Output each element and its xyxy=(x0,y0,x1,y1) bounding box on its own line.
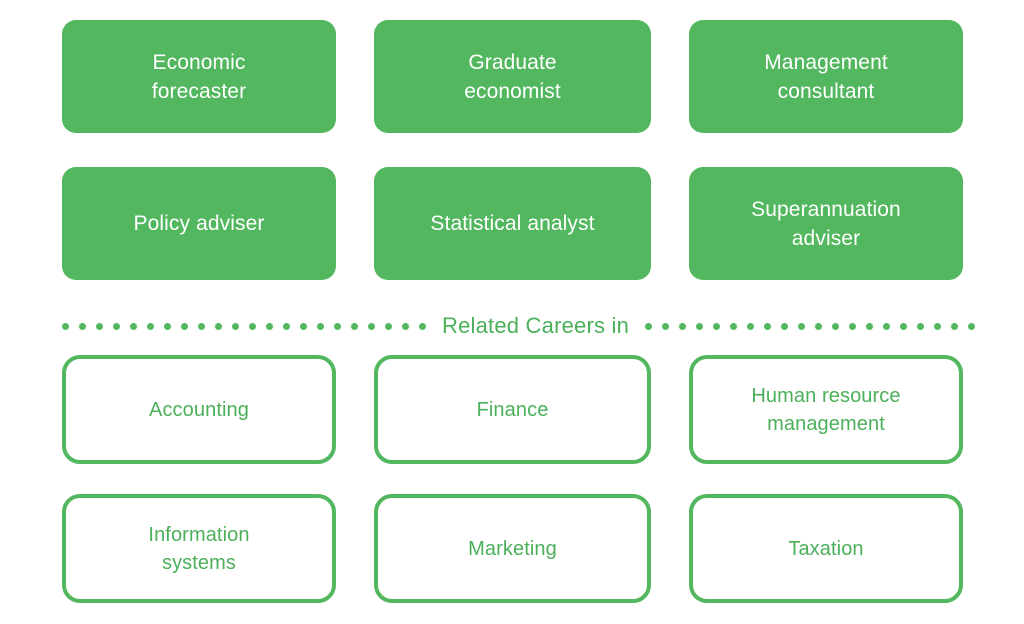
related-card-label: Finance xyxy=(476,398,549,421)
divider-dot xyxy=(266,322,273,330)
dotted-rule-left xyxy=(62,322,426,330)
divider-dot xyxy=(96,322,103,330)
divider-dot xyxy=(181,322,188,330)
divider-dot xyxy=(419,322,426,330)
divider-dot xyxy=(696,322,704,330)
related-card[interactable]: Information systems xyxy=(62,494,336,603)
career-card-label: Statistical analyst xyxy=(430,212,595,235)
divider-dot xyxy=(730,322,738,330)
divider-dot xyxy=(883,322,891,330)
divider-dot xyxy=(662,322,670,330)
career-card-label: Superannuation adviser xyxy=(751,197,901,250)
dotted-rule-right xyxy=(645,322,976,330)
divider-dot xyxy=(402,322,409,330)
divider-dot xyxy=(815,322,823,330)
career-card[interactable]: Graduate economist xyxy=(374,20,651,133)
careers-card-grid: Economic forecaster Graduate economist M… xyxy=(62,20,963,280)
career-card[interactable]: Management consultant xyxy=(689,20,963,133)
divider-dot xyxy=(164,322,171,330)
divider-dot xyxy=(645,322,653,330)
divider-dot xyxy=(147,322,154,330)
related-card-label: Marketing xyxy=(468,537,557,560)
related-card[interactable]: Accounting xyxy=(62,355,336,464)
section-divider-label: Related Careers in xyxy=(442,313,630,338)
divider-dot xyxy=(130,322,137,330)
divider-dot xyxy=(113,322,120,330)
divider-dot xyxy=(917,322,925,330)
divider-dot xyxy=(79,322,86,330)
career-card-label: Economic forecaster xyxy=(151,50,247,103)
divider-dot xyxy=(300,322,307,330)
divider-dot xyxy=(317,322,324,330)
related-card-label: Taxation xyxy=(788,537,864,560)
divider-dot xyxy=(764,322,772,330)
divider-dot xyxy=(934,322,942,330)
section-divider: Related Careers in xyxy=(62,310,976,342)
related-card[interactable]: Marketing xyxy=(374,494,651,603)
divider-dot xyxy=(334,322,341,330)
divider-dot xyxy=(385,322,392,330)
divider-dot xyxy=(781,322,789,330)
divider-dot xyxy=(215,322,222,330)
career-card[interactable]: Superannuation adviser xyxy=(689,167,963,280)
divider-dot xyxy=(62,322,69,330)
divider-dot xyxy=(368,322,375,330)
career-card[interactable]: Statistical analyst xyxy=(374,167,651,280)
career-card-label: Policy adviser xyxy=(133,212,265,235)
divider-dot xyxy=(900,322,908,330)
career-card-label: Management consultant xyxy=(764,50,888,103)
divider-dot xyxy=(747,322,755,330)
related-card[interactable]: Taxation xyxy=(689,494,963,603)
related-card-label: Information systems xyxy=(148,523,250,574)
divider-dot xyxy=(951,322,959,330)
divider-dot xyxy=(849,322,857,330)
divider-dot xyxy=(866,322,874,330)
related-card[interactable]: Human resource management xyxy=(689,355,963,464)
divider-dot xyxy=(798,322,806,330)
career-card[interactable]: Policy adviser xyxy=(62,167,336,280)
career-card[interactable]: Economic forecaster xyxy=(62,20,336,133)
divider-dot xyxy=(713,322,721,330)
divider-dot xyxy=(198,322,205,330)
related-card-grid: Accounting Finance Human resource manage… xyxy=(62,355,963,603)
related-card-label: Accounting xyxy=(149,398,249,421)
related-card-label: Human resource management xyxy=(751,384,901,435)
divider-dot xyxy=(351,322,358,330)
divider-dot xyxy=(968,322,976,330)
divider-dot xyxy=(232,322,239,330)
related-card[interactable]: Finance xyxy=(374,355,651,464)
divider-dot xyxy=(283,322,290,330)
divider-dot xyxy=(832,322,840,330)
career-card-label: Graduate economist xyxy=(464,50,561,103)
divider-dot xyxy=(679,322,687,330)
divider-dot xyxy=(249,322,256,330)
